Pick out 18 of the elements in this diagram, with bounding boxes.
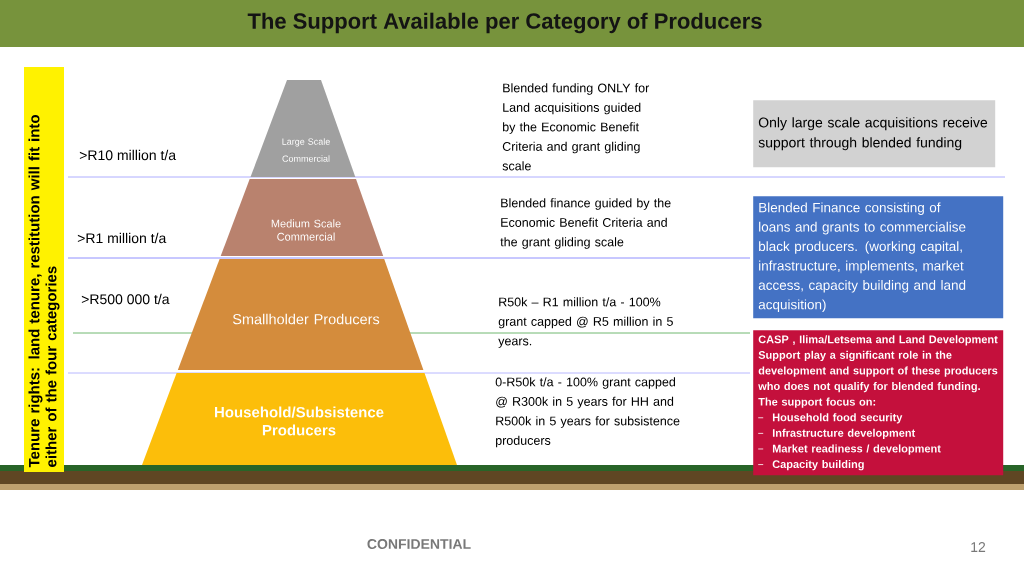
side-band: Tenure rights: land tenure, restitution will fit into either of the four categories — [24, 67, 64, 472]
pyramid-layer: Household/Subsistence Producers — [142, 373, 457, 465]
title: The Support Available per Category of Producers — [247, 12, 762, 34]
pyramid-layer: Medium Scale Commercial — [220, 179, 384, 256]
pyramid-layer: Large Scale Commercial — [250, 80, 356, 177]
footer-text: CONFIDENTIAL — [367, 539, 471, 549]
note-box: Only large scale acquisitions receive support through blended funding — [753, 100, 996, 168]
note-box: Blended Finance consisting of loans and grants to commercialise black producers. (working capital, infrastructure, implements, market access, capacity building and land acquisition) — [753, 196, 1004, 319]
funding-note: R50k – R1 million t/a - 100% grant capped @ R5 million in 5 years. — [498, 297, 673, 348]
amount-label: >R500 000 t/a — [81, 293, 170, 305]
amount-label: >R10 million t/a — [79, 149, 177, 161]
funding-note: Blended finance guided by the Economic Benefit Criteria and the grant gliding scale — [500, 198, 671, 249]
funding-note: Blended funding ONLY for Land acquisitions guided by the Economic Benefit Criteria and grant gliding scale — [502, 83, 650, 171]
pyramid-layer: Smallholder Producers — [177, 259, 424, 370]
amount-label: >R1 million t/a — [77, 232, 167, 244]
note-box: CASP , Ilima/Letsema and Land Development Support play a significant role in the development and support of these producers who does not qualify for blended funding. The support focus on: Household food security Infrastructure development Market readiness / development Capacity building — [753, 330, 1004, 476]
funding-note: 0-R50k t/a - 100% grant capped @ R300k in 5 years for HH and R500k in 5 years for subsistence producers — [495, 377, 680, 448]
page-number: 12 — [971, 542, 986, 552]
